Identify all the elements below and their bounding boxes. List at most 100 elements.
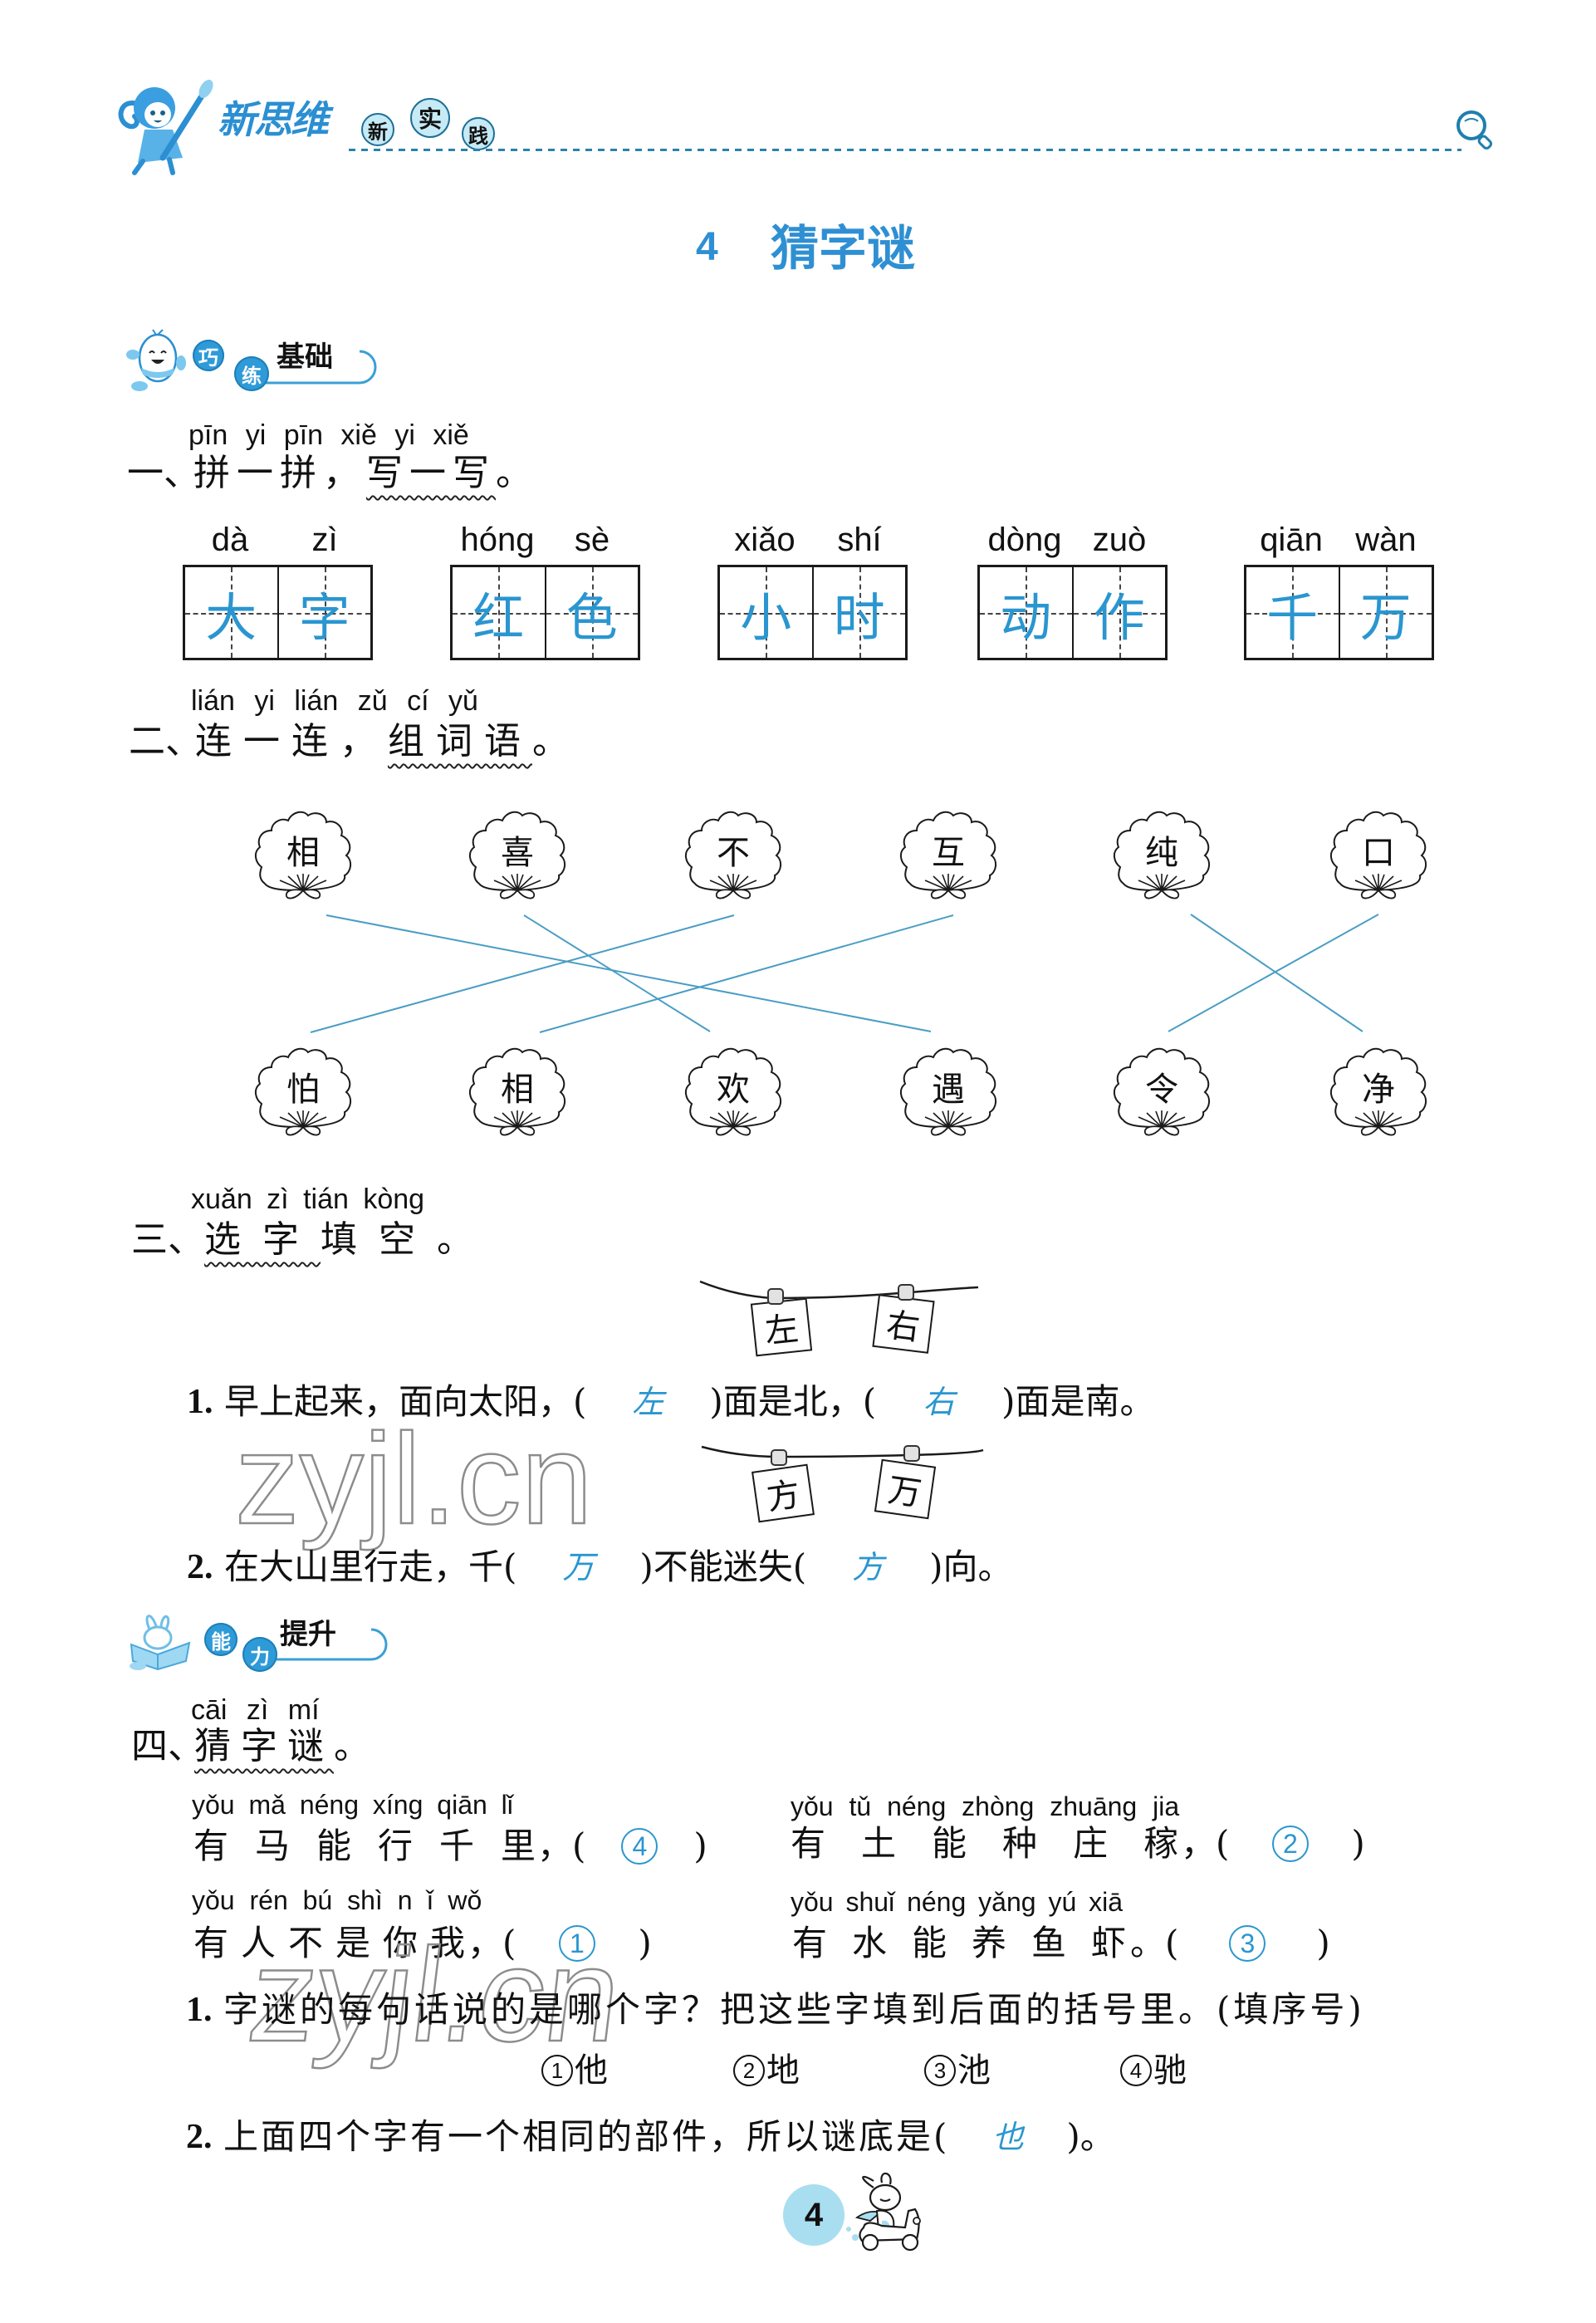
riddle-1-pinyin: yǒu mǎ néng xíng qiān lǐ <box>192 1790 513 1820</box>
answer-blank[interactable]: 右 <box>923 1384 955 1420</box>
shell-char: 互 <box>932 834 965 872</box>
riddle-4: 有水能养鱼虾 。 ( 3 ) <box>792 1924 1330 1963</box>
lesson-number: 4 <box>696 225 718 269</box>
tianzige-cell[interactable]: 时 <box>811 567 905 658</box>
q2-heading: 二、连一连，组词语。 <box>129 723 580 761</box>
written-answer: 字 <box>298 586 350 648</box>
tianzige-cell[interactable]: 小 <box>720 567 812 658</box>
q2-text-b: 。 <box>532 720 580 762</box>
pinyin-syllable: dà <box>211 522 249 558</box>
shell-top-3: 不 <box>682 807 785 903</box>
item-number: 2. <box>187 1548 213 1586</box>
connection-line <box>1190 914 1363 1032</box>
answer-blank[interactable]: 左 <box>632 1384 664 1420</box>
shell-char: 喜 <box>501 834 534 872</box>
shell-bottom-3: 欢 <box>682 1044 785 1139</box>
tianzige-cell[interactable]: 色 <box>544 567 638 658</box>
close-paren: ) <box>1316 1923 1330 1963</box>
hanging-card-1: 方 <box>751 1463 815 1523</box>
answer-slot[interactable]: 4 <box>585 1828 693 1865</box>
item-number: 1. <box>186 1991 213 2029</box>
answer-slot[interactable]: 2 <box>1229 1826 1351 1862</box>
tianzige-cell[interactable]: 作 <box>1071 567 1165 658</box>
written-answer: 红 <box>472 586 525 648</box>
shell-char: 怕 <box>286 1071 320 1109</box>
shell-char: 令 <box>1145 1071 1178 1109</box>
tianzige-box[interactable]: 小 时 <box>717 565 908 660</box>
q1-pinyin: pīn yi pīn xiě yi xiě <box>188 419 469 451</box>
answer-slot[interactable]: 1 <box>516 1925 638 1962</box>
tianzige-box[interactable]: 动 作 <box>977 565 1168 660</box>
pinyin-syllable: wàn <box>1355 522 1417 558</box>
circled-answer: 1 <box>558 1925 595 1962</box>
brand-circle-2: 实 <box>410 98 450 138</box>
riddle-text: 有人不是你我 <box>193 1923 478 1963</box>
q2-pinyin: lián yi lián zǔ cí yǔ <box>191 685 478 717</box>
shell-top-1: 相 <box>252 807 355 903</box>
sentence-part: )面是北，( <box>709 1381 877 1422</box>
shell-bottom-6: 净 <box>1327 1044 1430 1139</box>
tianzige-cell[interactable]: 千 <box>1246 567 1339 658</box>
sentence-part: )向。 <box>929 1546 1013 1587</box>
q2-text-underlined: 组词语 <box>388 720 532 762</box>
connection-line <box>523 914 711 1032</box>
shell-char: 相 <box>501 1071 534 1109</box>
q4-heading: 四、猜字谜。 <box>131 1728 380 1766</box>
item-number: 2. <box>186 2118 213 2156</box>
answer-blank[interactable]: 也 <box>991 2119 1024 2155</box>
riddle-3-pinyin: yǒu rén bú shì n ǐ wǒ <box>192 1885 482 1915</box>
shell-top-6: 口 <box>1327 807 1430 903</box>
shell-bottom-4: 遇 <box>897 1044 1000 1139</box>
circled-answer: 2 <box>1271 1826 1309 1862</box>
hanging-card-2: 万 <box>874 1458 937 1520</box>
question-text: 字谜的每句话说的是哪个字？把这些字填到后面的括号里。(填序号) <box>223 1989 1365 2030</box>
hanging-card-1: 左 <box>750 1297 813 1357</box>
written-answer: 时 <box>833 586 885 648</box>
tianzige-box[interactable]: 千 万 <box>1244 565 1434 660</box>
badge-bracket-line <box>249 1628 388 1661</box>
sentence-part: )不能迷失( <box>639 1546 807 1587</box>
tianzige-cell[interactable]: 动 <box>980 567 1072 658</box>
brand-name: 新思维 <box>218 97 329 142</box>
shell-char: 遇 <box>932 1071 965 1109</box>
answer-blank[interactable]: 方 <box>852 1549 884 1585</box>
q3-sentence-2: 2. 在大山里行走，千( 万 )不能迷失( 方 )向。 <box>187 1547 1013 1587</box>
answer-slot[interactable]: 3 <box>1178 1925 1316 1962</box>
tianzige-box[interactable]: 红 色 <box>450 565 640 660</box>
section-badge-basic: 巧 练 基础 <box>125 328 399 395</box>
riddle-punct: ， <box>1181 1823 1217 1864</box>
q3-text-b: 填空。 <box>321 1218 495 1261</box>
open-paren: ( <box>1216 1823 1230 1864</box>
tianzige-cell[interactable]: 字 <box>277 567 370 658</box>
tianzige-cell[interactable]: 红 <box>453 567 545 658</box>
q4-sub-question-1: 1. 字谜的每句话说的是哪个字？把这些字填到后面的括号里。(填序号) <box>186 1990 1365 2030</box>
q1-text-a: 拼一拼， <box>193 452 366 494</box>
connection-line <box>326 914 932 1032</box>
circled-number: 1 <box>541 2055 573 2086</box>
written-answer: 大 <box>205 586 257 648</box>
shell-char: 口 <box>1362 834 1395 872</box>
tianzige-cell[interactable]: 万 <box>1338 567 1432 658</box>
hanging-card-2: 右 <box>872 1294 935 1354</box>
riddle-2: 有土能种庄稼 ， ( 2 ) <box>791 1825 1365 1863</box>
shell-char: 纯 <box>1145 834 1178 872</box>
shell-char: 相 <box>286 834 320 872</box>
shell-char: 不 <box>717 834 750 872</box>
answer-blank[interactable]: 万 <box>562 1549 595 1585</box>
riddle-text: 有土能种庄稼 <box>791 1823 1215 1864</box>
tianzige-cell[interactable]: 大 <box>185 567 277 658</box>
q1-heading: 一、拼一拼，写一写。 <box>127 454 539 493</box>
lesson-title: 猜字谜 <box>771 220 916 277</box>
shell-bottom-5: 令 <box>1110 1044 1213 1139</box>
sentence-part: )面是南。 <box>1001 1381 1155 1422</box>
tianzige-box[interactable]: 大 字 <box>183 565 373 660</box>
pinyin-syllable: hóng <box>460 522 535 558</box>
shell-top-4: 互 <box>897 807 1000 903</box>
header-dotted-divider <box>349 149 1461 151</box>
